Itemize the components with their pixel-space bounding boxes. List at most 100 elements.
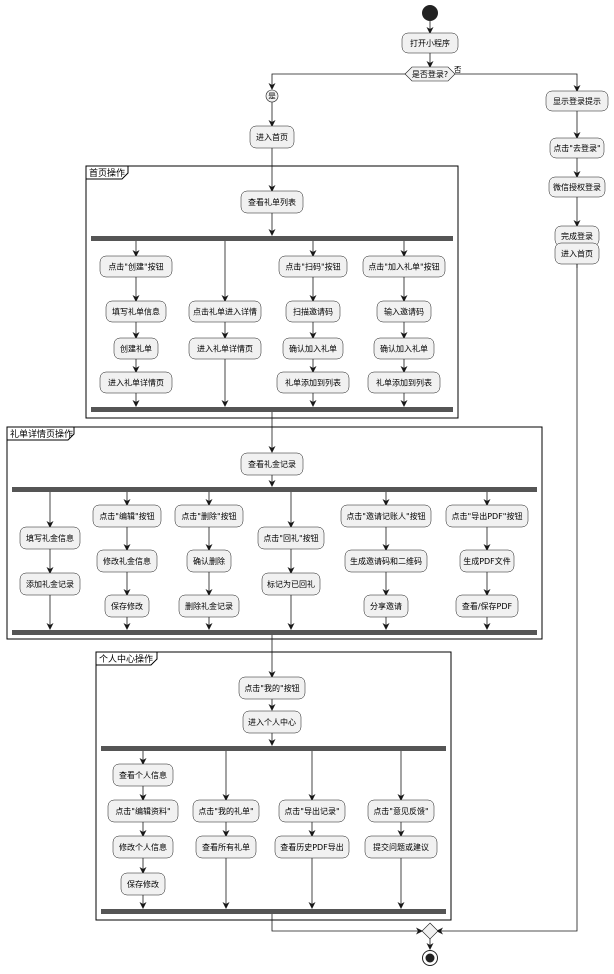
- lane-detail-title: 礼单详情页操作: [10, 428, 73, 440]
- node-label: 进入个人中心: [248, 717, 296, 727]
- node-label: 礼单添加到列表: [376, 378, 432, 388]
- node-click-gift-to-detail: 点击礼单进入详情: [188, 300, 262, 323]
- node-label: 查看个人信息: [119, 770, 167, 780]
- node-click-create: 点击"创建"按钮: [99, 255, 173, 278]
- node-label: 修改礼金信息: [103, 556, 151, 566]
- node-scan-invite-code: 扫描邀请码: [285, 300, 341, 323]
- node-label: 填写礼单信息: [112, 307, 160, 317]
- node-label: 点击"我的"按钮: [244, 683, 299, 693]
- node-label: 点击"导出PDF"按钮: [452, 511, 523, 521]
- node-gen-pdf: 生成PDF文件: [459, 549, 515, 573]
- fork-bar-home: [91, 236, 453, 241]
- node-click-export-pdf: 点击"导出PDF"按钮: [445, 504, 529, 528]
- node-click-export-records: 点击"导出记录": [278, 799, 346, 823]
- node-gift-added-b: 礼单添加到列表: [367, 371, 441, 394]
- node-enter-home: 进入首页: [249, 125, 295, 149]
- node-submit-feedback: 提交问题或建议: [364, 835, 438, 859]
- node-label: 点击"邀请记账人"按钮: [346, 511, 425, 521]
- node-label: 查看礼金记录: [248, 459, 296, 469]
- node-label: 微信授权登录: [553, 182, 601, 192]
- node-label: 查看所有礼单: [202, 842, 250, 852]
- node-label: 完成登录: [561, 231, 593, 241]
- edges: [46, 21, 581, 950]
- node-label: 修改个人信息: [119, 842, 167, 852]
- node-input-invite-code: 输入邀请码: [376, 300, 432, 323]
- yes-label: 是: [268, 92, 276, 101]
- node-label: 提交问题或建议: [373, 842, 429, 852]
- join-bar-home: [91, 407, 453, 412]
- end-node: [422, 950, 438, 966]
- node-click-delete: 点击"删除"按钮: [174, 504, 244, 528]
- node-label: 分享邀请: [370, 601, 402, 611]
- node-click-invite-bookkeeper: 点击"邀请记账人"按钮: [340, 504, 432, 528]
- node-label: 创建礼单: [120, 344, 152, 354]
- node-click-join: 点击"加入礼单"按钮: [362, 255, 446, 278]
- node-enter-gift-detail-page: 进入礼单详情页: [188, 337, 262, 360]
- node-label: 进入礼单详情页: [197, 344, 253, 354]
- node-share-invite: 分享邀请: [363, 594, 409, 618]
- decision-is-login: 是否登录? 否: [404, 65, 462, 82]
- node-click-edit-profile: 点击"编辑资料": [107, 799, 179, 823]
- node-label: 确认加入礼单: [289, 344, 337, 354]
- fork-bar-personal: [101, 746, 446, 751]
- join-bar-personal: [101, 909, 446, 914]
- node-label: 查看礼单列表: [248, 197, 296, 207]
- node-label: 生成邀请码和二维码: [350, 556, 422, 566]
- lane-home-title: 首页操作: [89, 167, 125, 179]
- node-label: 点击"扫码"按钮: [285, 262, 340, 272]
- node-click-mine: 点击"我的"按钮: [238, 676, 306, 700]
- node-wechat-auth: 微信授权登录: [548, 176, 606, 198]
- node-label: 查看/保存PDF: [462, 601, 513, 611]
- node-label: 打开小程序: [410, 38, 450, 48]
- lane-personal: 个人中心操作: [95, 651, 452, 921]
- node-label: 点击"去登录": [553, 143, 600, 153]
- fork-bar-detail: [12, 487, 537, 492]
- node-view-personal-info: 查看个人信息: [112, 763, 174, 787]
- node-gen-invite-qr: 生成邀请码和二维码: [344, 549, 428, 573]
- node-label: 填写礼金信息: [26, 533, 74, 543]
- node-label: 显示登录提示: [553, 96, 601, 106]
- node-enter-home-2: 进入首页: [554, 242, 600, 265]
- node-delete-money-record: 删除礼金记录: [178, 594, 240, 618]
- no-label: 否: [454, 65, 462, 74]
- node-view-save-pdf: 查看/保存PDF: [455, 594, 519, 618]
- node-label: 保存修改: [127, 879, 159, 889]
- node-confirm-delete: 确认删除: [186, 549, 232, 573]
- node-click-go-login: 点击"去登录": [549, 137, 605, 159]
- node-modify-money-info: 修改礼金信息: [96, 549, 158, 573]
- node-confirm-join-b: 确认加入礼单: [373, 337, 435, 360]
- lane-personal-title: 个人中心操作: [99, 653, 153, 665]
- node-fill-money-info: 填写礼金信息: [19, 526, 81, 550]
- node-show-login-tip: 显示登录提示: [545, 90, 609, 112]
- node-label: 进入礼单详情页: [108, 378, 164, 388]
- node-view-gift-list: 查看礼单列表: [240, 190, 304, 214]
- yes-connector: 是: [265, 89, 279, 103]
- node-mark-returned: 标记为已回礼: [261, 572, 321, 596]
- node-label: 点击礼单进入详情: [193, 307, 257, 317]
- node-gift-added-a: 礼单添加到列表: [276, 371, 350, 394]
- node-label: 点击"我的礼单": [198, 806, 253, 816]
- node-click-my-gifts: 点击"我的礼单": [192, 799, 260, 823]
- node-label: 点击"编辑"按钮: [99, 511, 154, 521]
- node-view-gift-money: 查看礼金记录: [240, 452, 304, 476]
- node-label: 保存修改: [111, 601, 143, 611]
- node-label: 点击"编辑资料": [115, 806, 170, 816]
- node-confirm-join-a: 确认加入礼单: [282, 337, 344, 360]
- join-bar-detail: [12, 630, 537, 635]
- node-open-app: 打开小程序: [401, 32, 459, 54]
- node-save-edit: 保存修改: [104, 594, 150, 618]
- node-label: 点击"创建"按钮: [108, 262, 163, 272]
- decision-label: 是否登录?: [412, 69, 448, 79]
- node-label: 查看历史PDF导出: [280, 842, 344, 852]
- node-add-money-record: 添加礼金记录: [19, 572, 81, 596]
- node-fill-gift-info: 填写礼单信息: [105, 300, 167, 323]
- node-click-feedback: 点击"意见反馈": [367, 799, 435, 823]
- merge-node: [421, 922, 439, 940]
- node-label: 确认删除: [193, 556, 225, 566]
- node-label: 生成PDF文件: [463, 556, 511, 566]
- node-label: 标记为已回礼: [267, 579, 315, 589]
- node-click-scan: 点击"扫码"按钮: [278, 255, 348, 278]
- node-save-profile: 保存修改: [120, 872, 166, 896]
- node-label: 输入邀请码: [384, 307, 424, 317]
